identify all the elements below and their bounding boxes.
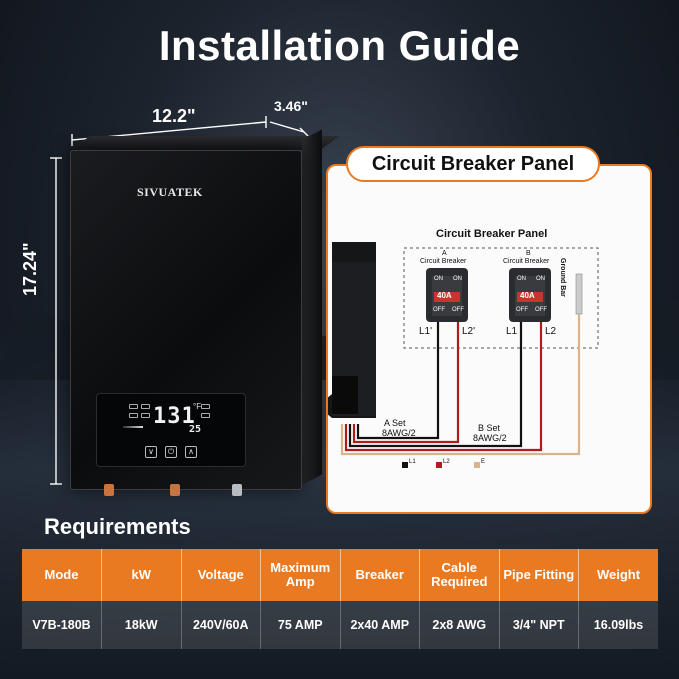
breaker-a-rating: 40A <box>437 291 452 300</box>
circuit-breaker-badge: Circuit Breaker Panel <box>346 146 600 182</box>
cell-mode: V7B-180B <box>22 601 102 649</box>
control-panel: 131 °F 25 ∨ ⏻ ∧ <box>96 393 246 467</box>
breaker-a-on-2: ON <box>453 276 462 282</box>
breaker-a-letter: A <box>442 250 447 257</box>
heater-top-face <box>70 136 340 150</box>
height-dimension: 17.24" <box>20 242 40 296</box>
width-dimension: 12.2" <box>152 106 196 126</box>
cell-breaker: 2x40 AMP <box>340 601 420 649</box>
water-heater: SIVUATEK 131 °F 25 ∨ ⏻ ∧ <box>70 150 302 490</box>
breaker-a-l2: L2' <box>462 326 476 337</box>
cell-kw: 18kW <box>101 601 182 649</box>
breaker-a-name: Circuit Breaker <box>420 258 467 265</box>
panel-enclosure <box>403 247 599 349</box>
cell-max-amp: 75 AMP <box>260 601 341 649</box>
up-button[interactable]: ∧ <box>185 446 197 458</box>
legend-l1: L1 <box>409 459 416 465</box>
table-row: V7B-180B 18kW 240V/60A 75 AMP 2x40 AMP 2… <box>22 601 658 649</box>
breaker-a-off: OFF <box>433 307 445 313</box>
legend-e: E <box>481 459 486 465</box>
diagram-title: Circuit Breaker Panel <box>436 228 548 240</box>
set-a-name: A Set <box>384 418 406 428</box>
indicator-icon <box>141 404 150 409</box>
indicator-icon <box>129 404 138 409</box>
cell-voltage: 240V/60A <box>181 601 261 649</box>
cell-cable: 2x8 AWG <box>419 601 500 649</box>
relief-valve <box>232 484 242 496</box>
breaker-b-letter: B <box>526 250 531 257</box>
legend-l2: L2 <box>443 459 450 465</box>
temperature-display: 131 <box>153 404 196 429</box>
breaker-b-rating: 40A <box>520 291 535 300</box>
breaker-b-off: OFF <box>516 307 528 313</box>
breaker-b-on: ON <box>517 276 526 282</box>
breaker-a-off-2: OFF <box>452 307 464 313</box>
breaker-b-l2: L2 <box>545 326 557 337</box>
col-voltage: Voltage <box>181 549 261 601</box>
indicator-icon <box>129 413 138 418</box>
col-mode: Mode <box>22 549 102 601</box>
requirements-heading: Requirements <box>44 514 191 539</box>
breaker-a-l1: L1' <box>419 326 433 337</box>
power-button[interactable]: ⏻ <box>165 446 177 458</box>
cell-weight: 16.09lbs <box>578 601 658 649</box>
col-kw: kW <box>101 549 182 601</box>
table-header-row: Mode kW Voltage Maximum Amp Breaker Cabl… <box>22 549 658 601</box>
breaker-b-on-2: ON <box>536 276 545 282</box>
circuit-breaker-diagram <box>326 164 652 514</box>
cell-pipe: 3/4" NPT <box>499 601 579 649</box>
down-button[interactable]: ∨ <box>145 446 157 458</box>
water-outlet-pipe <box>170 484 180 496</box>
requirements-table: Mode kW Voltage Maximum Amp Breaker Cabl… <box>22 549 658 649</box>
col-max-amp: Maximum Amp <box>260 549 341 601</box>
breaker-a-on: ON <box>434 276 443 282</box>
indicator-icon <box>201 404 210 409</box>
col-pipe: Pipe Fitting <box>499 549 579 601</box>
indicator-icon <box>201 413 210 418</box>
indicator-icon <box>141 413 150 418</box>
set-a-gauge: 8AWG/2 <box>382 428 416 438</box>
depth-dimension: 3.46" <box>274 98 308 114</box>
heater-side-face <box>302 129 322 485</box>
power-level-bar <box>123 426 143 428</box>
breaker-b-name: Circuit Breaker <box>503 258 550 265</box>
set-temperature-display: 25 <box>189 424 202 435</box>
col-breaker: Breaker <box>340 549 420 601</box>
breaker-b-l1: L1 <box>506 326 518 337</box>
col-cable: Cable Required <box>419 549 500 601</box>
breaker-b-off-2: OFF <box>535 307 547 313</box>
temperature-unit: °F <box>193 402 202 411</box>
set-b-gauge: 8AWG/2 <box>473 433 507 443</box>
brand-logo: SIVUATEK <box>137 185 203 199</box>
col-weight: Weight <box>578 549 658 601</box>
page-title: Installation Guide <box>158 22 521 69</box>
water-inlet-pipe <box>104 484 114 496</box>
ground-bar-label: Ground Bar <box>559 258 566 297</box>
set-b-name: B Set <box>478 423 501 433</box>
